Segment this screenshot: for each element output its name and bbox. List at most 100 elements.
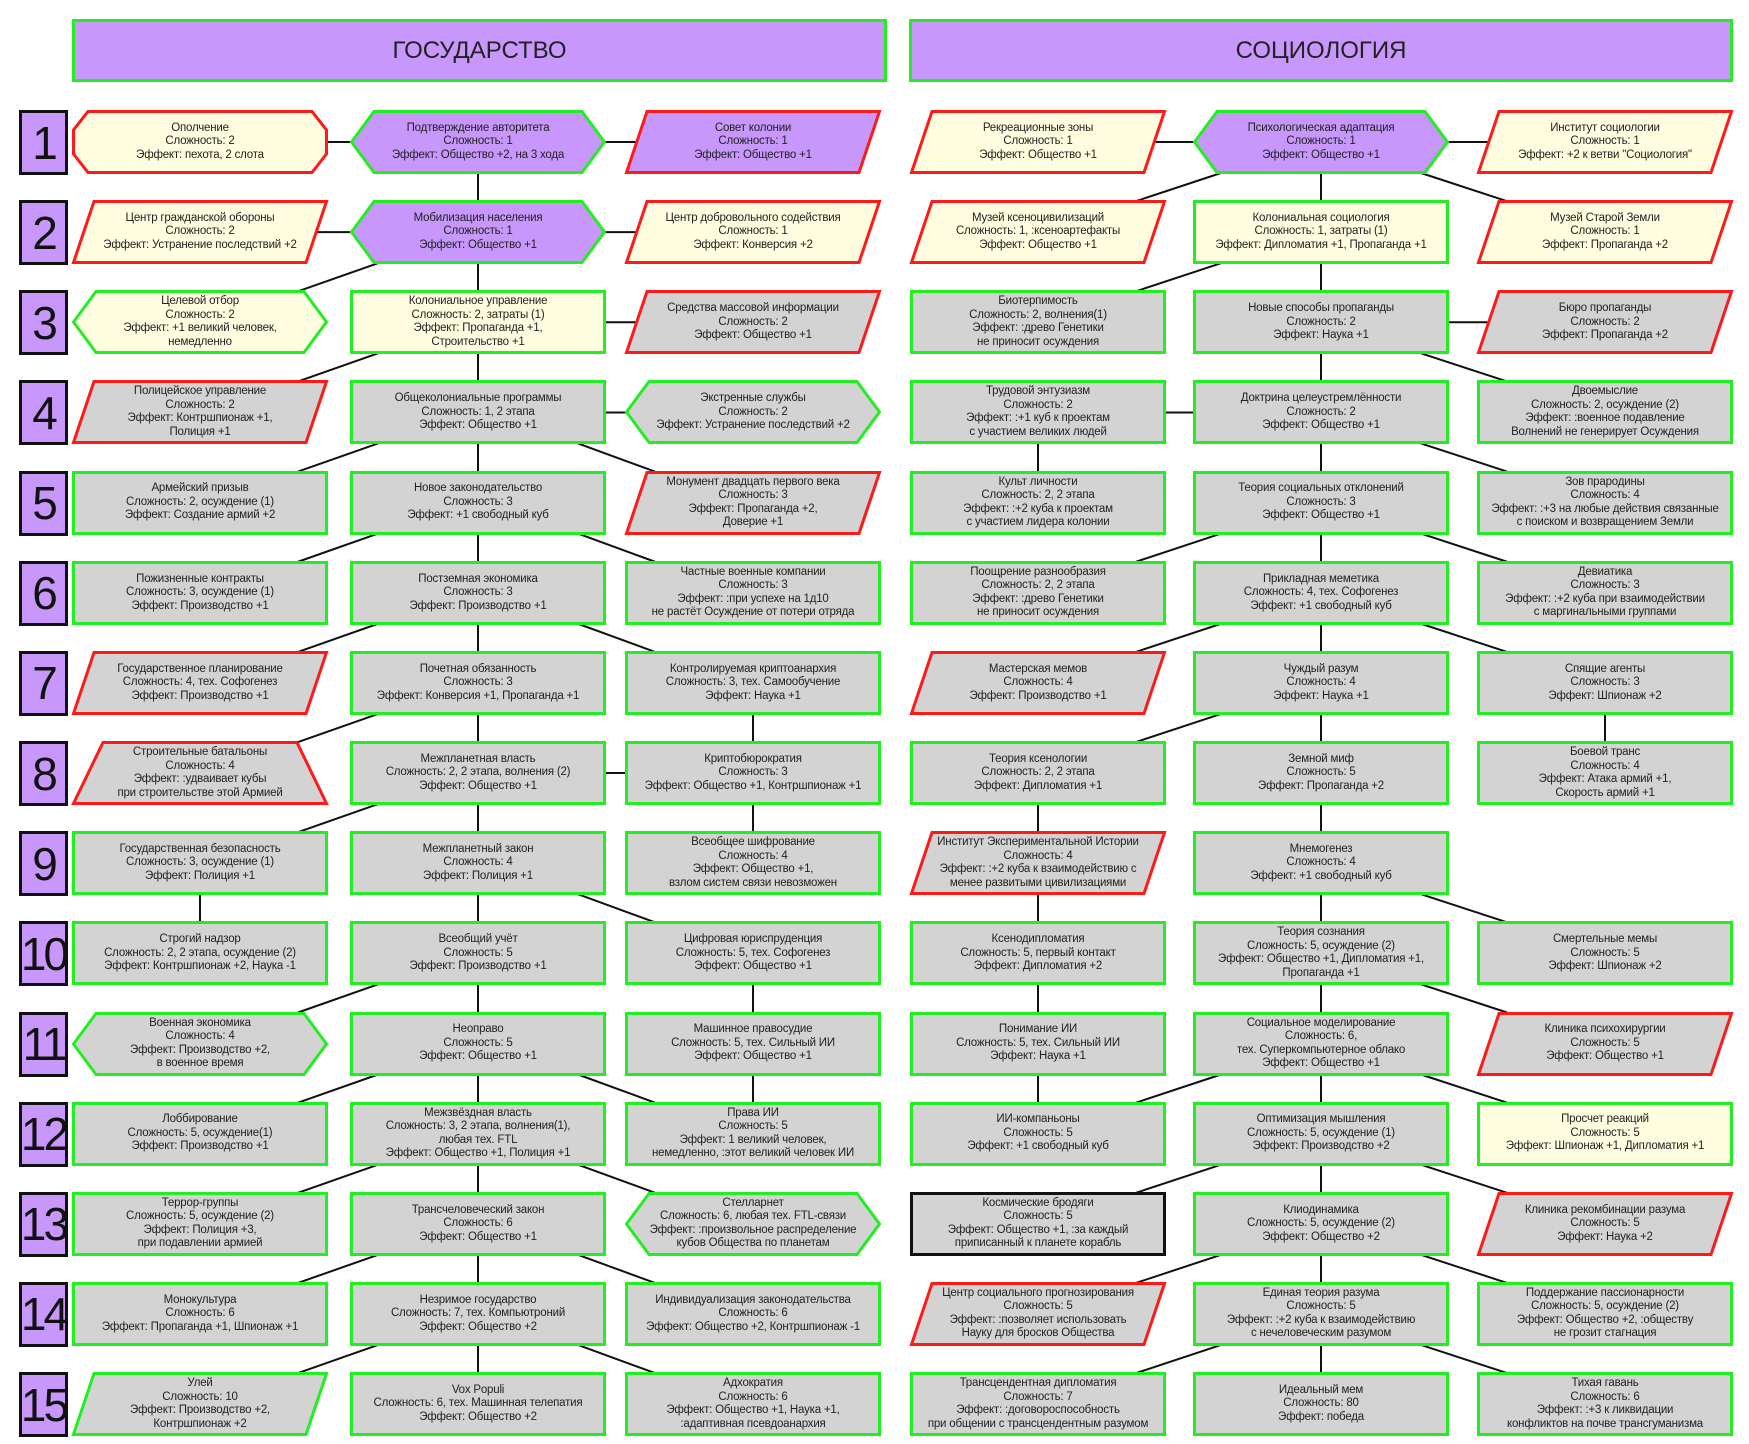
node-shape-para [909, 831, 1167, 896]
node-detail-line: Волнений не генерирует Осуждения [1511, 425, 1699, 438]
node-shape-rect [1193, 290, 1449, 355]
node-title: Институт Экспериментальной Истории [937, 836, 1139, 849]
node-shape-para [71, 200, 329, 265]
node-title: Совет колонии [714, 121, 792, 134]
node-title: Теория ксенологии [988, 752, 1088, 765]
node-detail-line: Сложность: 4 [1003, 676, 1073, 689]
node-detail-line: Сложность: 6, тех. Машинная телепатия [373, 1397, 583, 1410]
